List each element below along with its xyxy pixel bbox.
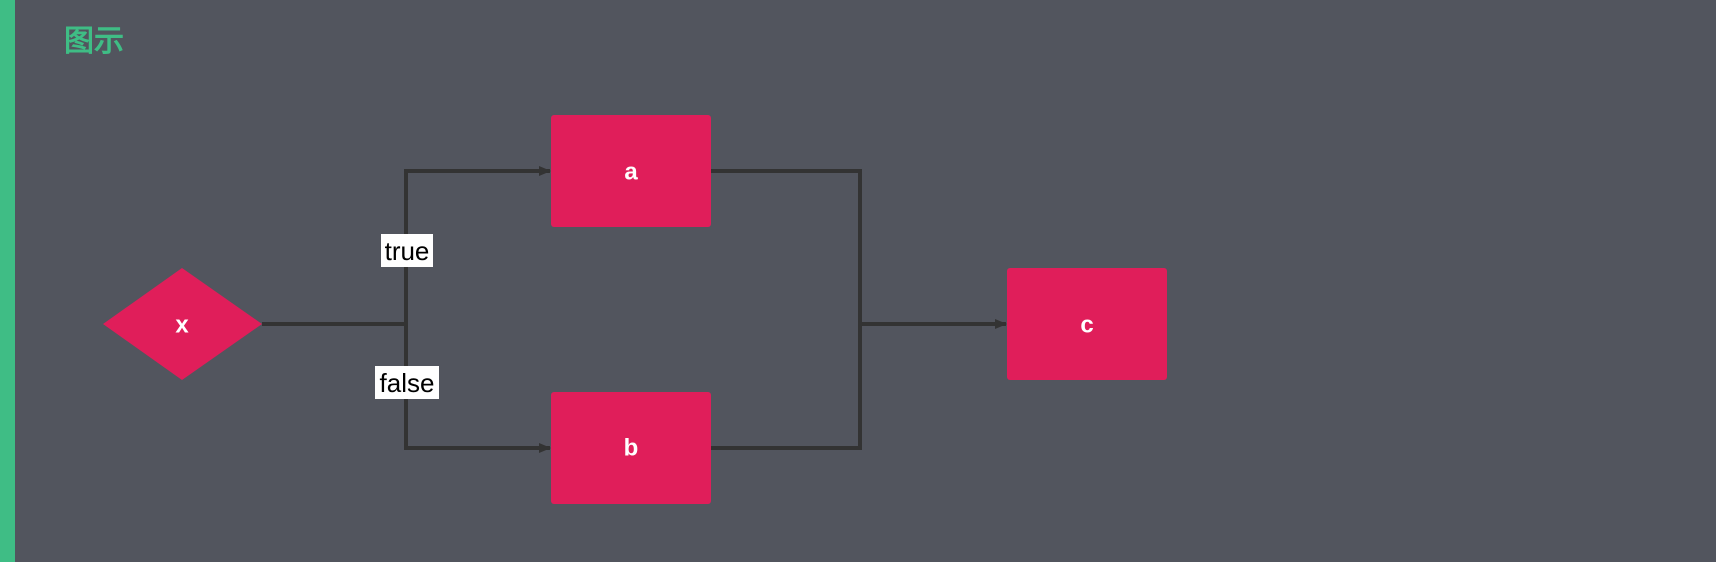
edge-label-true-text: true [385, 236, 430, 266]
node-a[interactable]: a [551, 115, 711, 227]
node-a-box[interactable] [551, 115, 711, 227]
accent-bar [0, 0, 15, 562]
node-c[interactable]: c [1007, 268, 1167, 380]
panel-title: 图示 [64, 24, 124, 59]
edge-label-false-text: false [380, 368, 435, 398]
node-c-label: c [1080, 312, 1093, 339]
node-c-box[interactable] [1007, 268, 1167, 380]
node-b[interactable]: b [551, 392, 711, 504]
edge-x-to-b [404, 324, 551, 453]
edge-b-to-c [711, 324, 862, 450]
edge-a-to-c [711, 169, 862, 324]
edge-label-true-bg [381, 234, 433, 267]
node-b-label: b [624, 435, 639, 462]
node-x-diamond[interactable] [103, 268, 262, 380]
node-a-label: a [624, 159, 638, 186]
edge-label-false: false [375, 366, 439, 399]
edge-x-to-a [404, 166, 551, 324]
edges [262, 166, 1007, 453]
node-x[interactable]: x [103, 268, 262, 380]
node-x-label: x [175, 312, 189, 339]
edge-label-false-bg [375, 366, 439, 399]
edge-label-true: true [381, 234, 433, 267]
node-b-box[interactable] [551, 392, 711, 504]
